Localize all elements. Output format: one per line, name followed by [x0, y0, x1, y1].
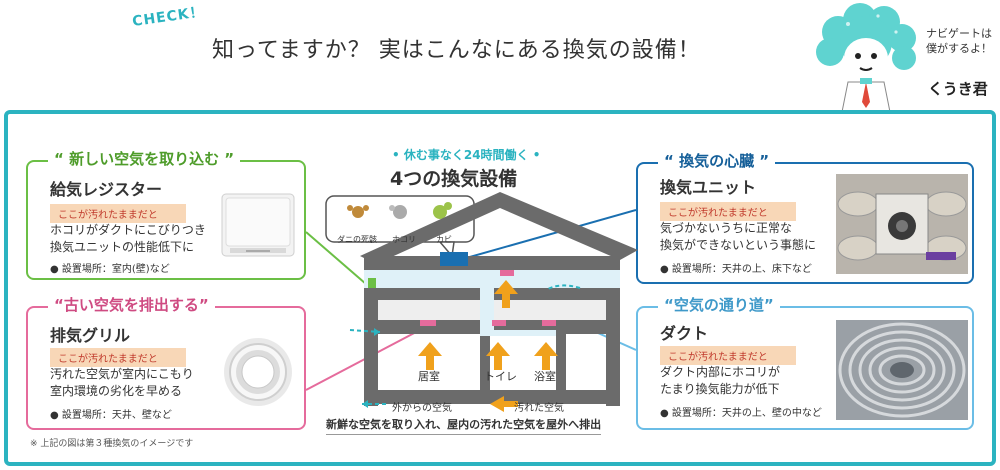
card-desc-line1: ダクト内部にホコリが: [660, 365, 781, 379]
arrow-up-upper: [494, 280, 518, 308]
card-location: ● 設置場所：天井の上、壁の中など: [660, 408, 822, 419]
diagram-title: 4つの換気設備: [390, 168, 518, 190]
arrow-up-room: [418, 342, 442, 370]
mascot-character-icon: [816, 3, 916, 113]
card-desc-line1: 気づかないうちに正常な: [660, 221, 793, 235]
card-location: ● 設置場所：天井、壁など: [50, 410, 172, 421]
card-title: 給気レジスター: [50, 180, 163, 199]
mascot-speech-line1: ナビゲートは: [926, 27, 992, 40]
card-desc-line2: 室内環境の劣化を早める: [50, 384, 183, 398]
card-tag: ここが汚れたままだと: [660, 202, 796, 221]
footnote: ※ 上記の図は第３種換気のイメージです: [30, 439, 194, 449]
bubble-label-mold: カビ: [436, 235, 452, 244]
mascot-speech-line2: 僕がするよ！: [926, 42, 992, 55]
diagram-caption: 新鮮な空気を取り入れ、屋内の汚れた空気を屋外へ排出: [326, 416, 602, 435]
room-label-bath: 浴室: [534, 370, 556, 383]
diagram-subtitle: • 休む事なく24時間働く •: [392, 148, 541, 162]
duct-photo: [836, 320, 968, 420]
bubble-label-dust: ホコリ: [392, 235, 416, 244]
card-desc-line2: 換気ができないという事態に: [660, 238, 817, 252]
check-label: CHECK！: [131, 4, 206, 30]
supply-marker: [368, 278, 376, 288]
card-exhaust-grille: “古い空気を排出する” 排気グリル ここが汚れたままだと 汚れた空気が室内にこも…: [26, 294, 306, 430]
mascot-speech: ナビゲートは 僕がするよ！: [926, 26, 992, 56]
card-title: 換気ユニット: [660, 178, 757, 197]
card-ventilation-unit: “ 換気の心臓 ” 換気ユニット ここが汚れたままだと 気づかないうちに正常な …: [636, 150, 974, 284]
unit-marker: [440, 252, 468, 266]
mold-icon: [433, 205, 447, 219]
card-tag: ここが汚れたままだと: [660, 346, 796, 365]
mascot-name: くうき君: [928, 80, 988, 98]
card-location: ● 設置場所：天井の上、床下など: [660, 264, 812, 275]
card-desc-line2: 換気ユニットの性能低下に: [50, 240, 195, 254]
card-location: ● 設置場所：室内(壁)など: [50, 264, 170, 275]
arrow-up-bath: [534, 342, 558, 370]
supply-register-photo: [221, 193, 295, 257]
ventilation-unit-photo: [836, 174, 968, 274]
card-catchphrase: “ 換気の心臓 ”: [658, 150, 776, 171]
outside-air-arrow: [349, 329, 381, 333]
card-catchphrase: “古い空気を排出する”: [48, 294, 215, 315]
card-tag: ここが汚れたままだと: [50, 204, 186, 223]
upper-air-arrow: [545, 284, 581, 291]
dust-icon: [393, 205, 407, 219]
card-title: 排気グリル: [50, 326, 131, 345]
arrow-up-toilet: [486, 342, 510, 370]
card-duct: “空気の通り道” ダクト ここが汚れたままだと ダクト内部にホコリが たまり換気…: [636, 294, 974, 430]
legend-dirty-air: 汚れた空気: [514, 403, 564, 414]
card-desc-line1: 汚れた空気が室内にこもり: [50, 367, 194, 381]
legend-dirty-arrow: [490, 396, 518, 412]
legend-outside-air: 外からの空気: [392, 403, 452, 414]
card-supply-register: “ 新しい空気を取り込む ” 給気レジスター ここが汚れたままだと ホコリがダク…: [26, 148, 306, 280]
card-catchphrase: “空気の通り道”: [658, 294, 780, 315]
card-tag: ここが汚れたままだと: [50, 348, 186, 367]
room-label-toilet: トイレ: [484, 370, 517, 383]
exhaust-grille-photo: [224, 338, 292, 406]
bubble-label-mites: ダニの死骸: [337, 235, 377, 244]
card-catchphrase: “ 新しい空気を取り込む ”: [48, 148, 241, 169]
room-label-living: 居室: [418, 370, 440, 383]
content-frame: [4, 110, 996, 466]
card-title: ダクト: [660, 324, 709, 343]
mite-icon: [352, 206, 364, 218]
card-desc-line1: ホコリがダクトにこびりつき: [50, 223, 206, 237]
card-desc-line2: たまり換気能力が低下: [660, 382, 780, 396]
page-title: 知ってますか？ 実はこんなにある換気の設備！: [212, 38, 701, 63]
house-diagram: [325, 192, 638, 412]
